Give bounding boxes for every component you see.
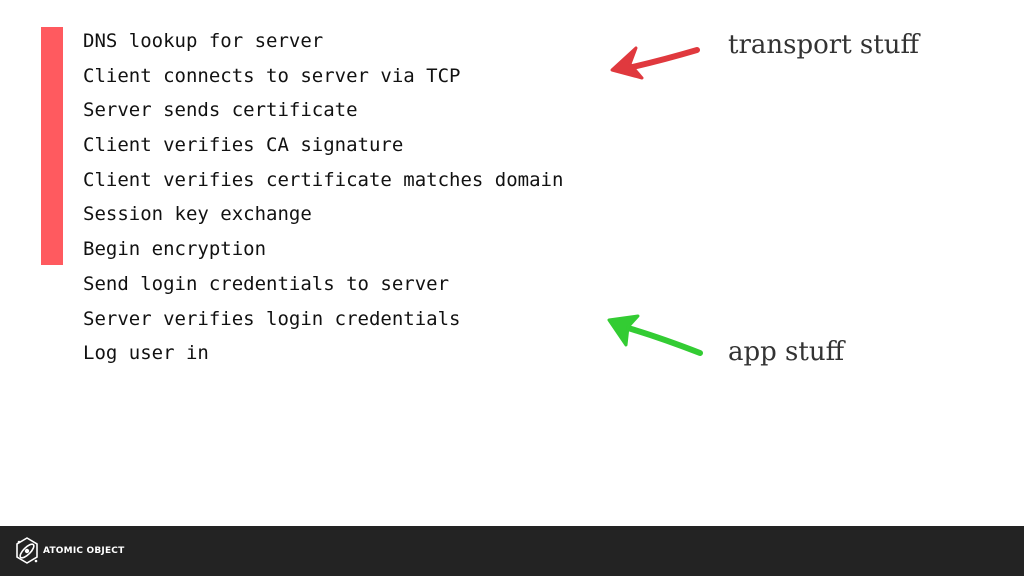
transport-bracket-bar [41, 27, 63, 265]
step-item: Client connects to server via TCP [83, 64, 461, 87]
step-item: Begin encryption [83, 238, 267, 261]
step-item: Log user in [83, 342, 209, 365]
transport-annotation: transport stuff [728, 30, 919, 60]
step-item: Server verifies login credentials [83, 307, 461, 330]
step-item: Client verifies certificate matches doma… [83, 168, 564, 191]
step-item: Client verifies CA signature [83, 134, 404, 157]
red-arrow-icon [610, 46, 700, 80]
brand-logo: ATOMIC OBJECT [14, 536, 124, 566]
footer-bar: ATOMIC OBJECT [0, 526, 1024, 576]
green-arrow-icon [607, 314, 703, 356]
brand-name: ATOMIC OBJECT [43, 546, 125, 556]
step-item: DNS lookup for server [83, 30, 324, 52]
step-item: Send login credentials to server [83, 272, 450, 295]
arrow-layer [607, 46, 703, 356]
slide-content: DNS lookup for server Client connects to… [41, 26, 919, 373]
atom-icon [14, 536, 40, 566]
step-item: Server sends certificate [83, 99, 358, 122]
app-annotation: app stuff [728, 337, 845, 367]
step-item: Session key exchange [83, 203, 312, 226]
step-list: DNS lookup for server Client connects to… [83, 26, 563, 373]
